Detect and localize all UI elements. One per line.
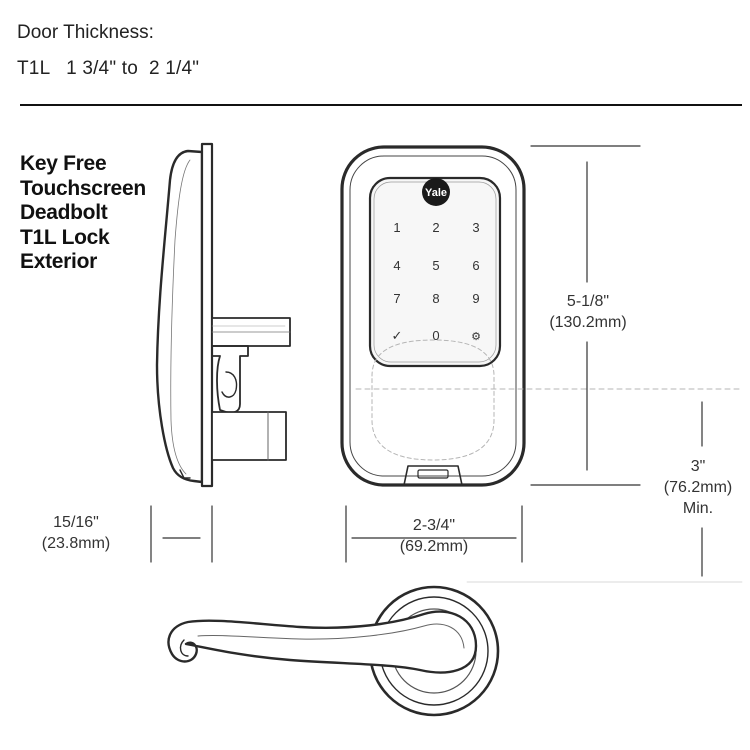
dim-depth-metric: (23.8mm): [41, 535, 111, 552]
keypad-keys: 1 2 3 4 5 6 7 8 9 ✓ 0 ⚙: [392, 220, 481, 343]
side-view-spindle: [211, 345, 249, 414]
yale-logo-text: Yale: [425, 187, 447, 199]
key-7[interactable]: 7: [393, 291, 400, 306]
dim-depth-label: 15/16" (23.8mm): [20, 512, 132, 554]
front-inner-housing: [349, 155, 517, 477]
battery-cover-slot: [417, 469, 449, 479]
front-view: Yale 1 2 3 4 5 6 7 8 9 ✓ 0 ⚙: [340, 145, 743, 487]
dim-depth-imperial: 15/16": [53, 514, 99, 531]
dim-clearance-metric: (76.2mm): [663, 479, 733, 496]
battery-cover[interactable]: [403, 465, 463, 486]
side-view-body: [155, 149, 204, 484]
header-divider: [20, 104, 742, 106]
keypad-panel[interactable]: [368, 176, 502, 368]
dim-clearance-qualifier: Min.: [682, 500, 714, 517]
backplate-dashed-outline: [371, 339, 495, 461]
dim-width-label: 2-3/4" (69.2mm): [346, 515, 522, 557]
key-settings[interactable]: ⚙: [471, 331, 481, 343]
key-4[interactable]: 4: [393, 258, 400, 273]
lever-arm-highlight: [197, 623, 465, 649]
dim-width-imperial: 2-3/4": [408, 515, 460, 536]
product-title-line-4: T1L Lock: [20, 225, 110, 249]
key-1[interactable]: 1: [393, 220, 400, 235]
front-outer-housing: [340, 145, 526, 487]
key-0[interactable]: 0: [432, 328, 439, 343]
dim-height-metric: (130.2mm): [549, 314, 627, 331]
product-title-line-3: Deadbolt: [20, 201, 108, 224]
side-view-foot: [179, 469, 191, 479]
lever-handle[interactable]: [167, 585, 500, 717]
dim-width-metric: (69.2mm): [399, 538, 469, 555]
product-title-line-5: Exterior: [20, 250, 97, 273]
side-view-spindle-cam: [221, 371, 238, 398]
dimension-lines: [150, 145, 743, 583]
dim-clearance-label: 3" (76.2mm) Min.: [648, 456, 748, 519]
door-thickness-value: T1L 1 3/4" to 2 1/4": [17, 58, 200, 79]
side-view-inner-contour: [170, 159, 191, 475]
lever-arm: [167, 610, 478, 674]
dim-height-imperial: 5-1/8": [566, 293, 610, 310]
key-3[interactable]: 3: [472, 220, 479, 235]
key-2[interactable]: 2: [432, 220, 439, 235]
product-title-line-2: Touchscreen: [20, 176, 146, 200]
product-title: Key Free Touchscreen Deadbolt T1L Lock E…: [20, 152, 146, 275]
key-5[interactable]: 5: [432, 258, 439, 273]
dim-height-label: 5-1/8" (130.2mm): [528, 291, 648, 333]
key-check[interactable]: ✓: [392, 328, 403, 343]
yale-logo-icon: [422, 178, 450, 206]
side-view-door-plate: [200, 142, 214, 488]
lever-scroll-tip: [179, 639, 189, 657]
door-thickness-label: Door Thickness:: [17, 22, 154, 43]
product-title-line-1: Key Free: [20, 152, 107, 175]
key-6[interactable]: 6: [472, 258, 479, 273]
side-view: [155, 142, 291, 488]
key-8[interactable]: 8: [432, 291, 439, 306]
dim-clearance-imperial: 3": [690, 458, 706, 475]
side-view-lower-housing: [211, 411, 287, 461]
key-9[interactable]: 9: [472, 291, 479, 306]
